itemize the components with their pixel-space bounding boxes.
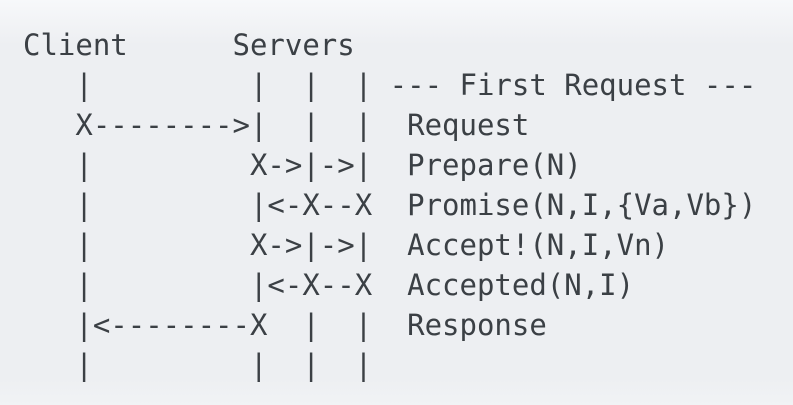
ascii-line-response: |<--------X | | Response [23,308,547,342]
ascii-art: Client Servers | | | | --- First Request… [23,28,757,382]
ascii-line-promise: | |<-X--X Promise(N,I,{Va,Vb}) [23,188,757,222]
ascii-line-lifelines: | | | | [23,348,373,382]
ascii-line-first-request-banner: | | | | --- First Request --- [23,68,757,102]
ascii-line-accept: | X->|->| Accept!(N,I,Vn) [23,228,670,262]
ascii-line-actors: Client Servers [23,28,355,62]
ascii-line-accepted: | |<-X--X Accepted(N,I) [23,268,635,302]
ascii-line-prepare: | X->|->| Prepare(N) [23,148,582,182]
ascii-line-request: X-------->| | | Request [23,108,530,142]
